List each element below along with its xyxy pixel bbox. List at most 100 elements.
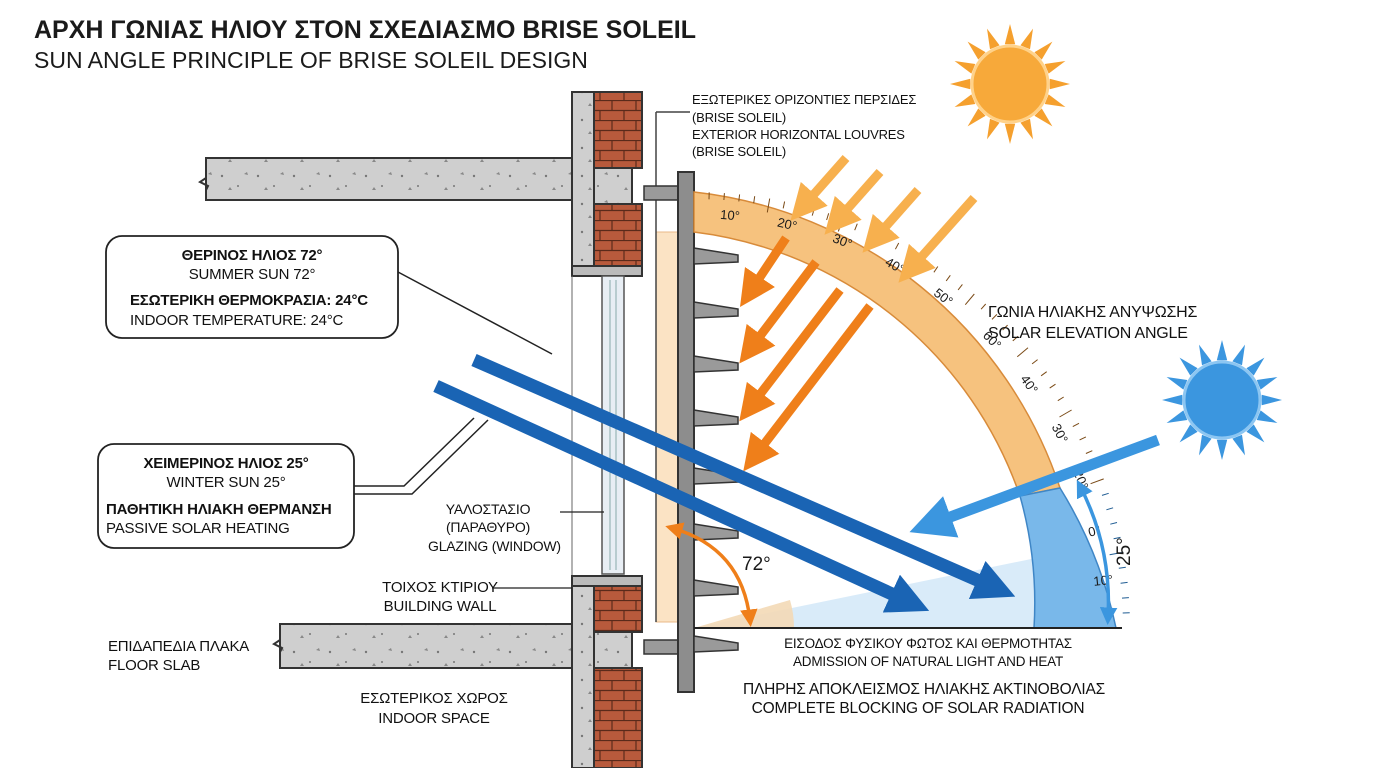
- protractor-tick: [766, 198, 771, 213]
- sun-ray: [1246, 424, 1265, 443]
- bracket-lower: [643, 639, 681, 655]
- blocking-label-en: COMPLETE BLOCKING OF SOLAR RADIATION: [752, 700, 1085, 717]
- summer-ray-blocked: [740, 235, 790, 307]
- sun-ray: [1004, 123, 1016, 144]
- lintel: [571, 265, 643, 277]
- protractor-tick: [1012, 335, 1019, 342]
- indoor-label-gr: ΕΣΩΤΕΡΙΚΟΣ ΧΩΡΟΣ: [360, 690, 507, 707]
- protractor-tick: [826, 213, 830, 221]
- angle-25-label: 25°: [1114, 537, 1135, 566]
- sun-ray: [1166, 377, 1188, 390]
- sun-ray: [1179, 357, 1198, 376]
- sun-ray: [950, 78, 971, 90]
- louvres-label-gr-1: ΕΞΩΤΕΡΙΚΕΣ ΟΡΙΖΟΝΤΙΕΣ ΠΕΡΣΙΔΕΣ: [692, 92, 916, 107]
- glazing-label-gr-1: ΥΑΛΟΣΤΑΣΙΟ: [446, 501, 531, 517]
- title-english: SUN ANGLE PRINCIPLE OF BRISE SOLEIL DESI…: [34, 47, 588, 73]
- winter-angle-arc: [1076, 479, 1118, 625]
- protractor-tick: [753, 196, 756, 204]
- summer-ray-incoming: [898, 195, 978, 283]
- louvre-blade: [693, 635, 739, 653]
- protractor-tick: [894, 242, 900, 250]
- protractor-arc-blue: [1019, 487, 1117, 629]
- brick-wall-lower: [593, 585, 643, 633]
- sun-ray: [1199, 344, 1212, 366]
- protractor-tick: [1016, 347, 1029, 358]
- louvres-label-gr-2: (BRISE SOLEIL): [692, 110, 786, 125]
- louvre-blades: [693, 247, 739, 653]
- sun-ray: [967, 108, 986, 127]
- summer-rays-incoming: [790, 155, 978, 283]
- winter-ray-incoming: [909, 434, 1160, 538]
- sun-ray: [967, 41, 986, 60]
- title-greek: ΑΡΧΗ ΓΩΝΙΑΣ ΗΛΙΟΥ ΣΤΟΝ ΣΧΕΔΙΑΣΜΟ BRISE S…: [34, 16, 696, 44]
- louvres-label-en-1: EXTERIOR HORIZONTAL LOUVRES: [692, 127, 905, 142]
- glazing-label-en: GLAZING (WINDOW): [428, 538, 561, 554]
- lower-floor-slab: [279, 623, 573, 669]
- protractor-tick: [738, 194, 741, 202]
- winter-callout-box: [97, 443, 355, 549]
- winter-callout-leader: [354, 417, 489, 495]
- passive-label-gr: ΠΑΘΗΤΙΚΗ ΗΛΙΑΚΗ ΘΕΡΜΑΝΣΗ: [106, 501, 331, 518]
- louvre-blade: [693, 409, 739, 427]
- sun-ray: [987, 118, 1000, 140]
- winter-label-en: WINTER SUN 25°: [166, 474, 285, 491]
- passive-label-en: PASSIVE SOLAR HEATING: [106, 520, 290, 537]
- elevation-label-en: SOLAR ELEVATION ANGLE: [988, 325, 1188, 342]
- protractor-tick-label: 30°: [831, 230, 855, 251]
- wall-label-gr: ΤΟΙΧΟΣ ΚΤΙΡΙΟΥ: [382, 579, 498, 596]
- window-sill: [571, 575, 643, 587]
- slab-break-mark-lower: [272, 624, 284, 668]
- blocking-label-gr: ΠΛΗΡΗΣ ΑΠΟΚΛΕΙΣΜΟΣ ΗΛΙΑΚΗΣ ΑΚΤΙΝΟΒΟΛΙΑΣ: [743, 681, 1105, 698]
- sun-ray: [1166, 410, 1188, 423]
- louvres-label-en-2: (BRISE SOLEIL): [692, 144, 786, 159]
- protractor-tick: [811, 208, 815, 216]
- sun-ray: [1034, 108, 1053, 127]
- sun-ray: [1256, 377, 1278, 390]
- summer-label-gr: ΘΕΡΙΝΟΣ ΗΛΙΟΣ 72°: [182, 247, 323, 264]
- protractor-tick: [1106, 507, 1114, 511]
- protractor-tick: [1079, 436, 1087, 441]
- protractor-tick: [1090, 478, 1104, 485]
- sun-ray: [954, 94, 976, 107]
- sun-ray: [1162, 394, 1183, 406]
- protractor-tick-label: 10°: [720, 207, 741, 224]
- slab-break-mark-upper: [198, 158, 210, 200]
- summer-ray-incoming: [790, 155, 850, 221]
- protractor-tick: [1101, 492, 1109, 496]
- summer-ray-blocked: [739, 287, 844, 422]
- sun-ray: [1004, 24, 1016, 45]
- elevation-label-gr: ΓΩΝΙΑ ΗΛΙΑΚΗΣ ΑΝΥΨΩΣΗΣ: [988, 304, 1198, 321]
- temp-label-gr: ΕΣΩΤΕΡΙΚΗ ΘΕΡΜΟΚΡΑΣΙΑ: 24°C: [130, 292, 368, 309]
- protractor-tick: [957, 284, 963, 291]
- temp-label-en: INDOOR TEMPERATURE: 24°C: [130, 312, 344, 329]
- summer-ray-blocked: [739, 259, 820, 364]
- summer-callout-leader: [397, 271, 553, 355]
- sun-ray: [1044, 94, 1066, 107]
- angle-72-label: 72°: [742, 554, 771, 575]
- louvre-blade: [693, 301, 739, 319]
- sun-ray: [1246, 357, 1265, 376]
- summer-label-en: SUMMER SUN 72°: [189, 266, 316, 283]
- protractor-tick: [782, 201, 786, 209]
- protractor-tick-label: 10°: [1093, 572, 1114, 589]
- sun-ray: [1256, 410, 1278, 423]
- winter-label-gr: ΧΕΙΜΕΡΙΝΟΣ ΗΛΙΟΣ 25°: [143, 455, 308, 472]
- sun-ray: [987, 28, 1000, 50]
- brick-wall-base: [593, 667, 643, 768]
- sun-ray: [1216, 340, 1228, 361]
- edge-beam: [593, 167, 633, 205]
- louvre-blade: [693, 579, 739, 597]
- winter-ray-deep: [433, 380, 930, 613]
- winter-ray-deep: [471, 354, 1016, 600]
- protractor-tick: [945, 275, 951, 282]
- protractor-tick: [980, 303, 987, 310]
- sun-ray: [1232, 344, 1245, 366]
- summer-ray-blocked: [743, 303, 874, 472]
- protractor-tick: [991, 314, 998, 320]
- protractor-tick: [1059, 409, 1072, 418]
- sun-ray: [1179, 424, 1198, 443]
- admission-label-en: ADMISSION OF NATURAL LIGHT AND HEAT: [793, 654, 1063, 669]
- sun-ray: [1044, 61, 1066, 74]
- protractor-tick: [1121, 597, 1129, 599]
